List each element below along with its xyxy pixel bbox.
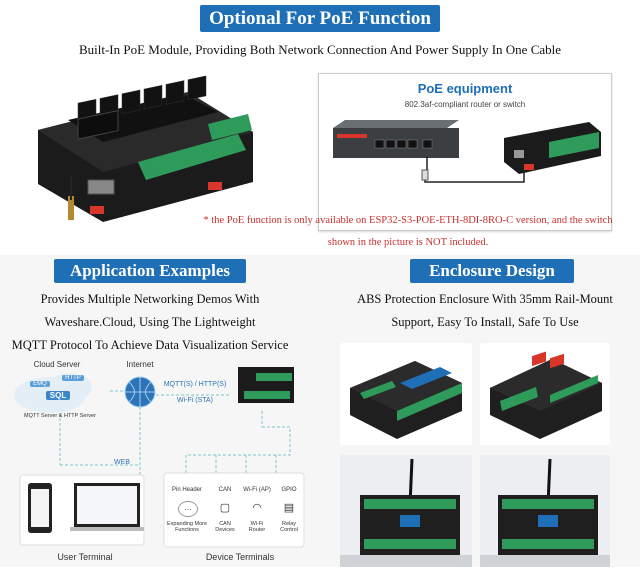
device-terminals-label: Device Terminals [205, 552, 275, 562]
http-badge: HTTP [62, 375, 84, 381]
pin-header-icon: … [178, 501, 198, 517]
enclosure-line-2: Support, Easy To Install, Safe To Use [391, 315, 579, 329]
application-line-1: Provides Multiple Networking Demos With [40, 292, 260, 306]
poe-banner: Optional For PoE Function [200, 5, 440, 32]
din-rail-photo-right [480, 455, 610, 567]
enclosure-banner: Enclosure Design [410, 259, 574, 283]
server-caption: MQTT Server & HTTP Server [24, 413, 96, 419]
poe-subtitle: Built-In PoE Module, Providing Both Netw… [78, 42, 562, 57]
poe-equipment-title: PoE equipment [417, 81, 513, 96]
wifi-sta-label: Wi-Fi (STA) [176, 397, 214, 404]
application-line-2: Waveshare.Cloud, Using The Lightweight [44, 315, 256, 329]
enclosure-line-1: ABS Protection Enclosure With 35mm Rail-… [357, 292, 613, 306]
device-wifi-ap-top: Wi-Fi (AP) [243, 487, 271, 493]
poe-switch-illustration [333, 120, 601, 183]
wifi-router-icon: ◠ [252, 502, 262, 514]
cloud-server-label: Cloud Server [33, 360, 81, 369]
user-terminal-label: User Terminal [57, 552, 113, 562]
application-banner: Application Examples [54, 259, 246, 283]
sql-badge: SQL [46, 391, 70, 400]
poe-equipment-subtitle: 802.3af-compliant router or switch [404, 100, 526, 109]
application-line-3: MQTT Protocol To Achieve Data Visualizat… [11, 338, 289, 352]
board-photo [8, 72, 258, 230]
protocol-label: MQTT(S) / HTTP(S) [163, 381, 227, 388]
poe-equipment-card: PoE equipment 802.3af-compliant router o… [318, 73, 612, 231]
device-pin-header-top: Pin Header [171, 487, 203, 493]
enclosure-front-illustration [350, 361, 462, 439]
din-rail-right-illustration [480, 455, 610, 567]
emq-badge: EMQ [30, 381, 50, 387]
can-icon: ▢ [219, 502, 231, 514]
enclosure-back-illustration [490, 351, 602, 439]
poe-availability-note: * the PoE function is only available on … [203, 215, 613, 248]
device-gpio-top: GPIO [281, 487, 297, 493]
device-can-bottom: CAN Devices [215, 521, 235, 533]
device-wifi-ap-bottom: Wi-Fi Router [248, 521, 266, 533]
relay-icon: ▤ [283, 502, 295, 514]
device-pin-header-bottom: Expanding More Functions [166, 521, 208, 533]
device-gpio-bottom: Relay Control [280, 521, 298, 533]
enclosure-photo-back [480, 343, 610, 445]
enclosure-photo-front [340, 343, 472, 445]
device-can-top: CAN [218, 487, 232, 493]
din-rail-left-illustration [340, 455, 472, 567]
din-rail-photo-left [340, 455, 472, 567]
application-diagram: Cloud Server Internet MQTT(S) / HTTP(S) … [0, 355, 310, 567]
web-label: WEB [114, 459, 130, 466]
internet-label: Internet [126, 360, 154, 369]
relay-board-illustration [38, 75, 253, 222]
